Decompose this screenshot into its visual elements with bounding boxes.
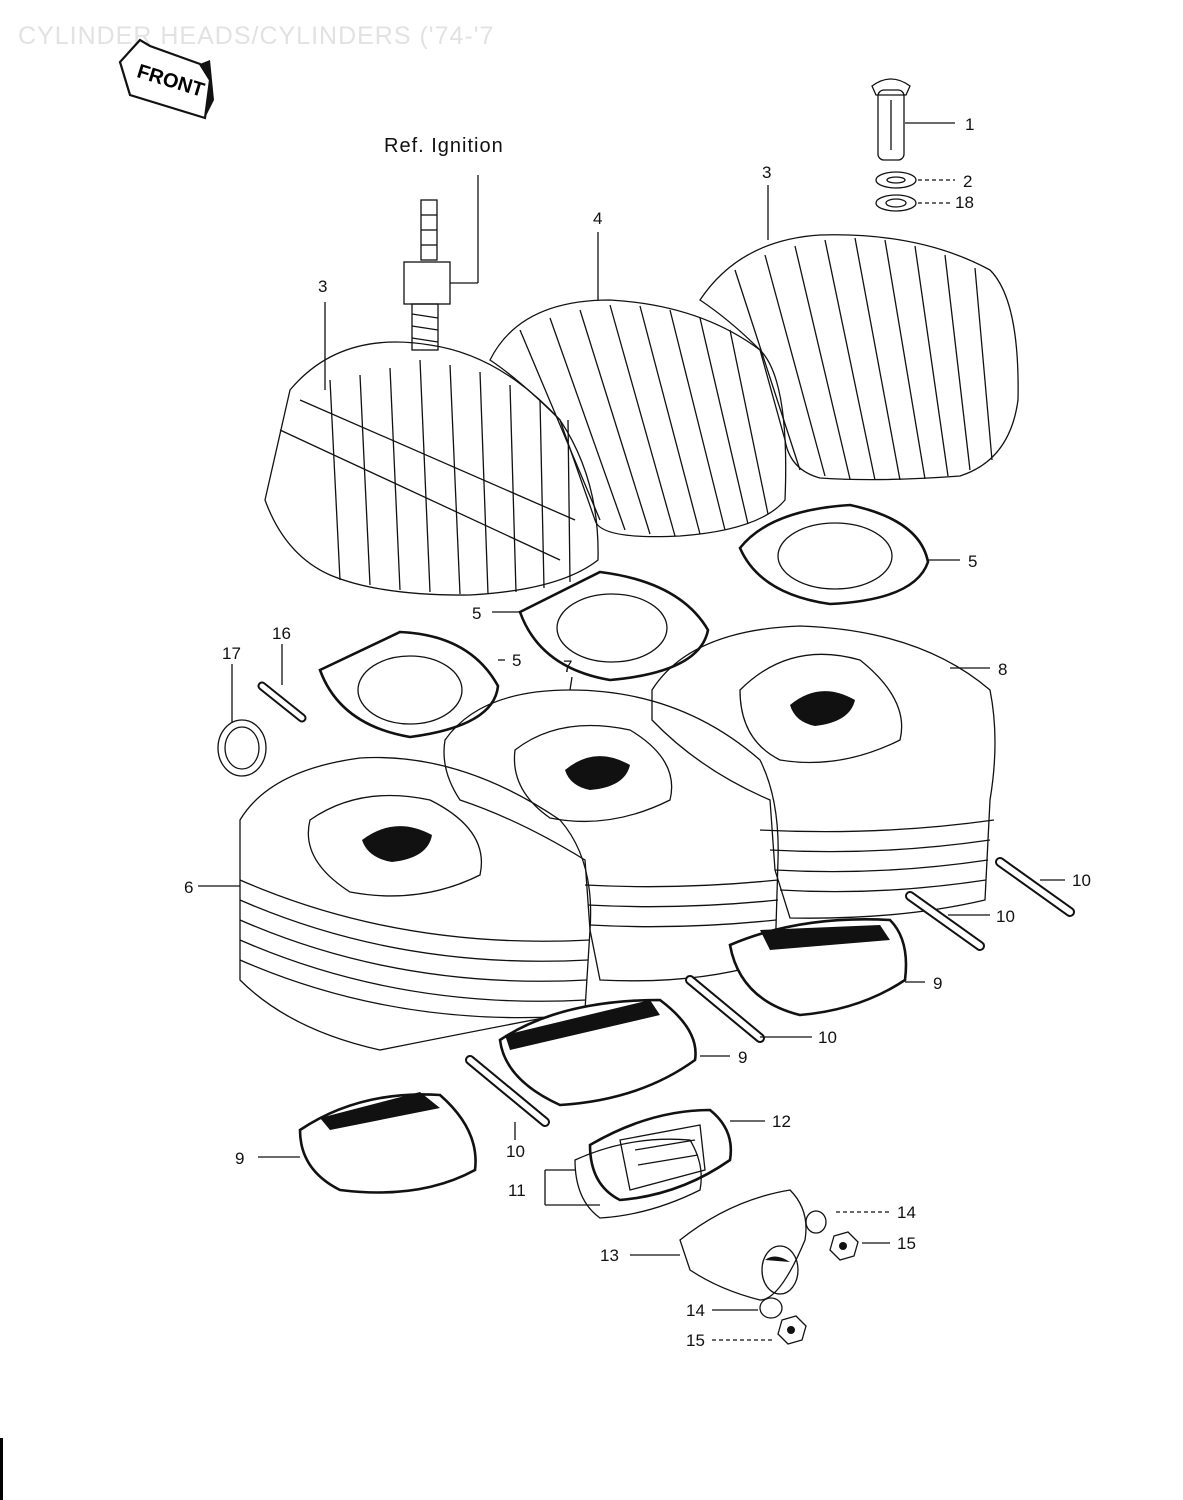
- callout-9-middle: 9: [738, 1048, 748, 1067]
- callout-15-upper: 15: [897, 1234, 916, 1253]
- callout-14-lower: 14: [686, 1301, 705, 1320]
- base-gasket-middle-part: [498, 998, 697, 1107]
- head-gasket-middle-part: [518, 570, 710, 682]
- lock-washer-lower-part: [759, 1297, 783, 1319]
- base-gasket-rear-part: [728, 917, 908, 1017]
- page-title: CYLINDER HEADS/CYLINDERS ('74-'7: [18, 22, 495, 50]
- callout-5-middle: 5: [472, 604, 482, 623]
- reed-valve-part: [588, 1108, 733, 1202]
- cylinder-rear-part: [651, 625, 996, 919]
- front-arrow-icon: FRONT: [118, 38, 214, 120]
- cylinder-head-left-part: [264, 341, 599, 596]
- inlet-manifold-part: [679, 1189, 807, 1301]
- washer-part: [875, 171, 917, 189]
- callout-10-middle: 10: [818, 1028, 837, 1047]
- cylinder-front-part: [239, 756, 592, 1051]
- cylinder-head-right-part: [699, 234, 1019, 481]
- callout-10-upper: 10: [996, 907, 1015, 926]
- callout-14-upper: 14: [897, 1203, 916, 1222]
- page-edge-mark: [0, 1438, 3, 1500]
- callout-18: 18: [955, 193, 974, 212]
- head-bolt-part: [871, 78, 911, 161]
- callout-9-rear: 9: [933, 974, 943, 993]
- nut-lower-part: [777, 1315, 807, 1345]
- callout-9-front: 9: [235, 1149, 245, 1168]
- nut-upper-part: [829, 1231, 859, 1261]
- callout-5-rear: 5: [968, 552, 978, 571]
- callout-7: 7: [563, 657, 573, 676]
- lock-washer-upper-part: [805, 1210, 827, 1234]
- callout-3-right: 3: [762, 163, 772, 182]
- callout-15-lower: 15: [686, 1331, 705, 1350]
- leader-lines: [198, 122, 1065, 1341]
- head-gasket-front-part: [318, 630, 500, 739]
- callout-12: 12: [772, 1112, 791, 1131]
- callout-4: 4: [593, 209, 603, 228]
- callout-3-left: 3: [318, 277, 328, 296]
- reference-note: Ref. Ignition: [384, 135, 504, 157]
- reed-valve-gasket-part: [574, 1138, 702, 1219]
- callout-1: 1: [965, 115, 975, 134]
- callout-6: 6: [184, 878, 194, 897]
- o-ring-part: [217, 719, 267, 777]
- cylinder-head-center-part: [489, 299, 787, 538]
- callout-5-front: 5: [512, 651, 522, 670]
- spark-plug-part: [403, 199, 451, 351]
- callout-8: 8: [998, 660, 1008, 679]
- callout-11: 11: [508, 1181, 526, 1200]
- callout-16: 16: [272, 624, 291, 643]
- callout-2: 2: [963, 172, 973, 191]
- stud-bolt-part: [465, 857, 1075, 1127]
- callout-10-right: 10: [1072, 871, 1091, 890]
- cylinder-middle-part: [443, 689, 779, 982]
- callout-10-lower: 10: [506, 1142, 525, 1161]
- flat-washer-part: [875, 194, 917, 212]
- callout-13: 13: [600, 1246, 619, 1265]
- head-gasket-rear-part: [738, 503, 930, 606]
- callout-17: 17: [222, 644, 241, 663]
- dowel-pin-part: [257, 681, 307, 723]
- base-gasket-front-part: [298, 1092, 477, 1194]
